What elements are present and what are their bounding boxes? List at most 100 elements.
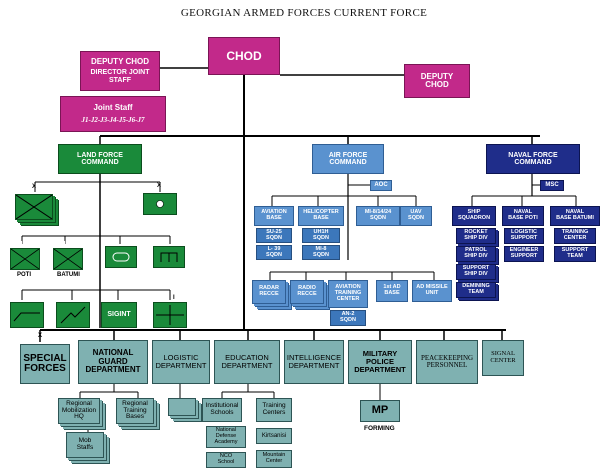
land-armor-symbol[interactable]: [105, 246, 137, 268]
land-location-poti: POTI: [17, 272, 32, 278]
naval-support-team-box[interactable]: SUPPORT TEAM: [554, 246, 596, 262]
air-uav-label: UAV SQDN: [408, 209, 424, 221]
national-defense-academy-box[interactable]: National Defense Academy: [206, 426, 246, 448]
battalion-batumi-icon: [54, 249, 82, 269]
signal-lightning-icon: [60, 306, 86, 324]
national-guard-box[interactable]: NATIONAL GUARD DEPARTMENT: [78, 340, 148, 384]
land-artillery-symbol[interactable]: [143, 193, 177, 215]
air-l39-box[interactable]: L- 39 SQDN: [256, 245, 292, 260]
air-l39-label: L- 39 SQDN: [266, 245, 282, 258]
air-radar-recce-box[interactable]: RADAR RECCE: [252, 280, 286, 304]
naval-base-batumi-box[interactable]: NAVAL BASE BATUMI: [550, 206, 600, 226]
land-medical-symbol[interactable]: [153, 302, 187, 328]
regional-mobilization-box[interactable]: Regional Mobilization HQ: [58, 398, 100, 424]
deputy-chod-box[interactable]: DEPUTY CHOD: [404, 64, 470, 98]
nco-school-label: NCO School: [217, 453, 235, 465]
signal-center-box[interactable]: SIGNAL CENTER: [482, 340, 524, 376]
logistic-department-box[interactable]: LOGISTIC DEPARTMENT: [152, 340, 210, 384]
naval-demining-label: DEMINING TEAM: [462, 283, 490, 295]
regional-training-box[interactable]: Regional Training Bases: [116, 398, 154, 424]
kirtsanisi-label: Kirtsanisi: [261, 432, 287, 439]
land-brigade-symbol[interactable]: [15, 194, 53, 220]
peacekeeping-label: PEACEKEEPING PERSONNEL: [420, 353, 474, 369]
naval-ship-squadron-box[interactable]: SHIP SQUADRON: [452, 206, 496, 226]
intelligence-department-box[interactable]: INTELLIGENCE DEPARTMENT: [284, 340, 344, 384]
air-helicopter-base-box[interactable]: HELICOPTER BASE: [298, 206, 344, 226]
land-force-command-box[interactable]: LAND FORCE COMMAND: [58, 144, 142, 174]
air-mi-sqdn-box[interactable]: MI-8/14/24 SQDN: [356, 206, 400, 226]
naval-rocket-label: ROCKET SHIP DIV: [464, 229, 488, 241]
mp-box[interactable]: MP: [360, 400, 400, 422]
mp-label: MP: [371, 404, 389, 417]
air-helicopter-base-label: HELICOPTER BASE: [303, 209, 339, 221]
chod-box[interactable]: CHOD: [208, 37, 280, 75]
land-battalion-poti-symbol[interactable]: [10, 248, 40, 270]
air-aviation-training-label: AVIATION TRAINING CENTER: [334, 284, 362, 302]
training-centers-box[interactable]: Training Centers: [256, 398, 292, 422]
land-battalion-batumi-symbol[interactable]: [53, 248, 83, 270]
education-department-label: EDUCATION DEPARTMENT: [221, 353, 273, 370]
naval-logistic-support-box[interactable]: LOGISTIC SUPPORT: [504, 228, 544, 244]
air-su25-label: SU-25 SQDN: [266, 228, 282, 241]
naval-engineer-support-box[interactable]: ENGINEER SUPPORT: [504, 246, 544, 262]
air-su25-box[interactable]: SU-25 SQDN: [256, 228, 292, 243]
air-an2-label: AN-2 SQDN: [340, 311, 356, 323]
air-ad-missile-box[interactable]: AD MISSILE UNIT: [412, 280, 452, 302]
air-mi8-box[interactable]: MI-8 SQDN: [302, 245, 340, 260]
special-forces-box[interactable]: SPECIAL FORCES: [20, 344, 70, 384]
training-centers-label: Training Centers: [262, 402, 286, 416]
education-department-box[interactable]: EDUCATION DEPARTMENT: [214, 340, 280, 384]
naval-base-batumi-label: NAVAL BASE BATUMI: [556, 209, 594, 221]
air-aviation-base-label: AVIATION BASE: [261, 209, 287, 221]
air-an2-box[interactable]: AN-2 SQDN: [330, 310, 366, 326]
signal-center-label: SIGNAL CENTER: [490, 350, 516, 364]
naval-msc-label: MSC: [545, 182, 559, 189]
land-sigint-label: SIGINT: [107, 311, 131, 319]
air-aviation-training-box[interactable]: AVIATION TRAINING CENTER: [328, 280, 368, 308]
naval-support-team-label: SUPPORT TEAM: [561, 247, 589, 259]
naval-training-center-box[interactable]: TRAINING CENTER: [554, 228, 596, 244]
mountain-center-box[interactable]: Mountain Center: [256, 450, 292, 468]
naval-base-poti-box[interactable]: NAVAL BASE POTI: [502, 206, 544, 226]
nco-school-box[interactable]: NCO School: [206, 452, 246, 468]
naval-msc-box[interactable]: MSC: [540, 180, 564, 191]
institutional-schools-box[interactable]: Institutional Schools: [202, 398, 242, 422]
naval-demining-box[interactable]: DEMINING TEAM: [456, 282, 496, 298]
naval-base-poti-label: NAVAL BASE POTI: [508, 209, 538, 221]
chart-title: GEORGIAN ARMED FORCES CURRENT FORCE: [180, 7, 428, 19]
mountain-center-label: Mountain Center: [262, 452, 286, 464]
air-uh1h-box[interactable]: UH1H SQDN: [302, 228, 340, 243]
land-medical-echelon: I: [173, 295, 175, 301]
land-artillery-echelon: X: [157, 183, 162, 189]
naval-support-ship-label: SUPPORT SHIP DIV: [462, 265, 490, 277]
air-uav-box[interactable]: UAV SQDN: [400, 206, 432, 226]
air-force-command-box[interactable]: AIR FORCE COMMAND: [312, 144, 384, 174]
medical-cross-icon: [156, 305, 184, 325]
land-sigint-box[interactable]: SIGINT: [101, 302, 137, 328]
deputy-chod-label: DEPUTY CHOD: [90, 56, 150, 66]
air-aoc-box[interactable]: AOC: [370, 180, 392, 191]
naval-logistic-support-label: LOGISTIC SUPPORT: [510, 229, 538, 241]
mob-staffs-box[interactable]: Mob Staffs: [66, 432, 104, 458]
naval-patrol-box[interactable]: PATROL SHIP DIV: [456, 246, 496, 262]
joint-staff-box[interactable]: Joint Staff J1-J2-J3-J4-J5-J6-J7: [60, 96, 166, 132]
military-police-box[interactable]: MILITARY POLICE DEPARTMENT: [348, 340, 412, 384]
air-radio-recce-box[interactable]: RADIO RECCE: [290, 280, 324, 304]
naval-ship-squadron-label: SHIP SQUADRON: [457, 209, 491, 221]
kirtsanisi-box[interactable]: Kirtsanisi: [256, 428, 292, 444]
naval-force-command-box[interactable]: NAVAL FORCE COMMAND: [486, 144, 580, 174]
naval-rocket-box[interactable]: ROCKET SHIP DIV: [456, 228, 496, 244]
peacekeeping-box[interactable]: PEACEKEEPING PERSONNEL: [416, 340, 478, 384]
logistic-subunit-box[interactable]: [168, 398, 196, 416]
air-ad-base-box[interactable]: 1st AD BASE: [376, 280, 408, 302]
air-aviation-base-box[interactable]: AVIATION BASE: [254, 206, 294, 226]
land-signal-symbol[interactable]: [56, 302, 90, 328]
land-battalion-batumi-echelon: II: [64, 241, 67, 247]
naval-support-ship-box[interactable]: SUPPORT SHIP DIV: [456, 264, 496, 280]
naval-engineer-support-label: ENGINEER SUPPORT: [509, 247, 539, 259]
deputy-chod-director-box[interactable]: DEPUTY CHOD DIRECTOR JOINT STAFF: [80, 51, 160, 91]
land-recon-symbol[interactable]: [10, 302, 44, 328]
land-engineer-symbol[interactable]: [153, 246, 185, 268]
air-radio-recce-label: RADIO RECCE: [297, 285, 317, 297]
regional-training-label: Regional Training Bases: [122, 399, 148, 421]
